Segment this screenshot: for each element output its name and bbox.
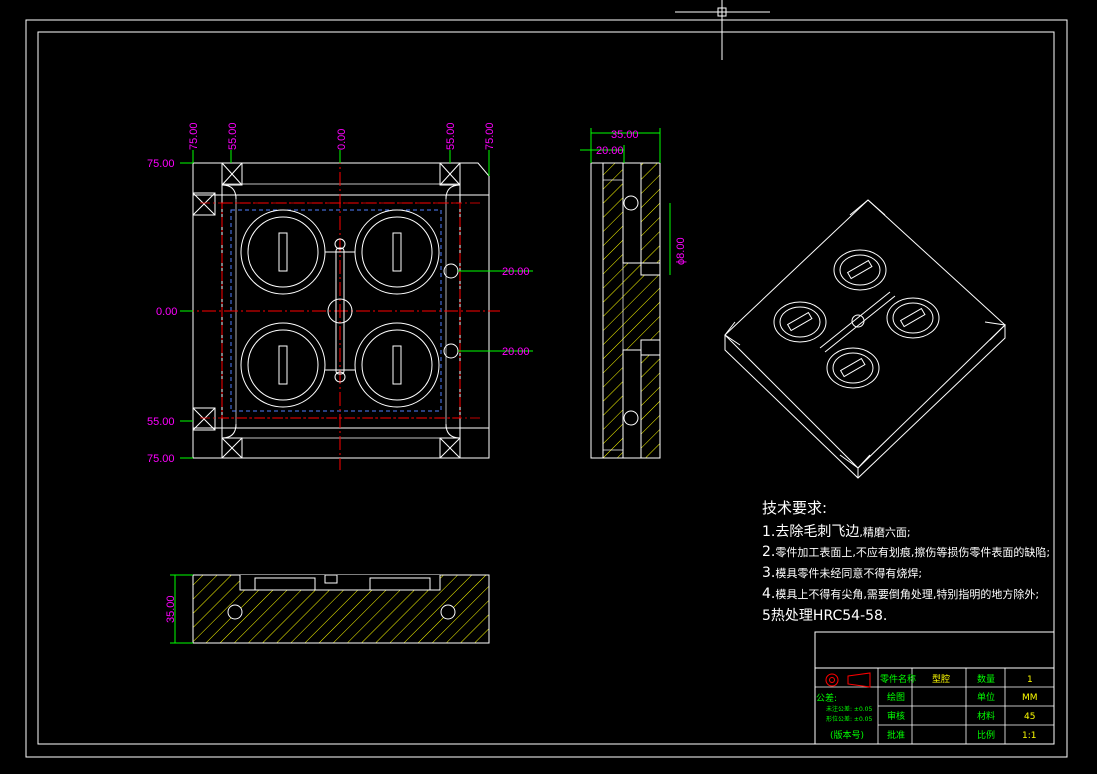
tolerance-label: 公差:: [816, 692, 837, 704]
part-name-value: 型腔: [932, 673, 950, 685]
qty-value: 1: [1027, 675, 1033, 685]
note-3-suffix: 模具零件未经同意不得有烧焊;: [775, 566, 922, 580]
runner: [325, 238, 355, 383]
cavity-top-right: [354, 209, 440, 295]
tolerance-line-1: 未注公差: ±0.05: [826, 705, 872, 713]
scale-label: 比例: [977, 729, 995, 741]
sheet-border-inner: [37, 31, 1055, 745]
sheet-border-outer: [25, 19, 1068, 758]
note-4-suffix: 模具上不得有尖角,需要倒角处理,特别指明的地方除外;: [775, 587, 1039, 601]
isometric-view: [724, 199, 1007, 479]
material-value: 45: [1024, 712, 1035, 722]
dim-right-1: 20.00: [502, 266, 530, 278]
svg-text:4.模具上不得有尖角,需要倒角处理,特别指明的地方除外;: 4.模具上不得有尖角,需要倒角处理,特别指明的地方除外;: [762, 586, 1039, 602]
corner-pins: [192, 162, 461, 459]
dim-top-2: 55.00: [227, 122, 239, 150]
front-view: 35.00: [165, 574, 490, 644]
note-5-suffix: 热处理HRC54-58.: [771, 608, 887, 624]
note-1-prefix: 1.去除毛刺飞边: [762, 524, 859, 540]
cavity-bottom-right: [354, 322, 440, 408]
svg-text:3.模具零件未经同意不得有烧焊;: 3.模具零件未经同意不得有烧焊;: [762, 565, 922, 581]
crosshair-cursor[interactable]: [675, 0, 770, 60]
projection-symbol: [825, 672, 871, 688]
unit-label: 单位: [977, 691, 995, 703]
part-name-label: 零件名称: [880, 673, 916, 685]
dim-top-5: 75.00: [484, 122, 496, 150]
material-label: 材料: [977, 710, 995, 722]
dim-right-2: 20.00: [502, 346, 530, 358]
side-view: 35.00 20.00 ϕ8.00: [580, 128, 687, 459]
svg-text:5热处理HRC54-58.: 5热处理HRC54-58.: [762, 608, 887, 624]
note-5-prefix: 5: [762, 608, 771, 624]
dim-side-depth: 20.00: [596, 145, 624, 157]
note-4-prefix: 4.: [762, 586, 775, 602]
dim-left-1: 75.00: [147, 158, 175, 170]
svg-text:1.去除毛刺飞边,精磨六面;: 1.去除毛刺飞边,精磨六面;: [762, 524, 911, 540]
top-view: 75.00 55.00 0.00 55.00 75.00 75.00 0.00 …: [147, 122, 533, 470]
dim-left-2: 0.00: [156, 306, 177, 318]
approve-label: 批准: [887, 729, 905, 741]
tech-notes: 技术要求: 1.去除毛刺飞边,精磨六面; 2.零件加工表面上,不应有划痕,擦伤等…: [762, 499, 1050, 624]
dim-side-width: 35.00: [611, 129, 639, 141]
dim-front-height: 35.00: [165, 595, 177, 623]
note-2-suffix: 零件加工表面上,不应有划痕,擦伤等损伤零件表面的缺陷;: [775, 545, 1050, 559]
cavity-bottom-left: [240, 322, 326, 408]
dim-left-3: 55.00: [147, 416, 175, 428]
dim-top-1: 75.00: [188, 122, 200, 150]
dim-side-diameter: ϕ8.00: [675, 237, 687, 265]
drawn-label: 绘图: [887, 691, 905, 703]
tolerance-line-2: 形位公差: ±0.05: [826, 715, 872, 723]
note-2-prefix: 2.: [762, 544, 775, 560]
qty-label: 数量: [977, 673, 995, 685]
review-label: 审核: [887, 710, 905, 722]
svg-text:2.零件加工表面上,不应有划痕,擦伤等损伤零件表面的缺陷;: 2.零件加工表面上,不应有划痕,擦伤等损伤零件表面的缺陷;: [762, 544, 1050, 560]
cavity-top-left: [240, 209, 326, 295]
scale-value: 1:1: [1022, 731, 1036, 741]
version-label: (版本号): [830, 729, 864, 741]
dim-top-4: 55.00: [445, 122, 457, 150]
note-3-prefix: 3.: [762, 565, 775, 581]
note-1-suffix: ,精磨六面;: [859, 526, 910, 539]
dim-top-3: 0.00: [336, 129, 348, 150]
tech-notes-title: 技术要求:: [762, 499, 827, 517]
title-block: 零件名称 型腔 数量 1 绘图 单位 MM 审核 材料 45 批准 比例 1:1…: [814, 631, 1055, 745]
dim-left-4: 75.00: [147, 453, 175, 465]
unit-value: MM: [1022, 693, 1038, 703]
